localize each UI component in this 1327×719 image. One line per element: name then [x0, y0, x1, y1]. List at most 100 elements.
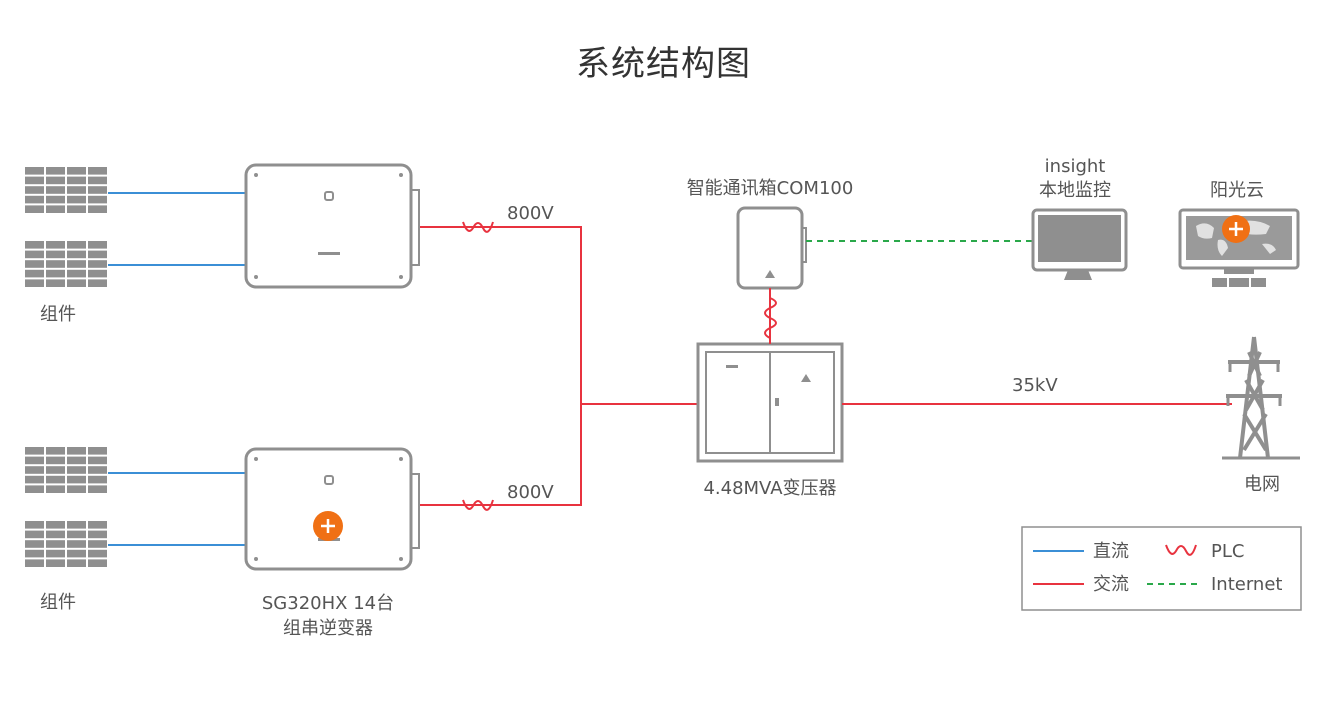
solar-cell	[25, 205, 44, 213]
solar-cell	[67, 456, 86, 465]
grid-label: 电网	[1244, 474, 1280, 495]
ac-line	[420, 226, 582, 404]
plc-wave-icon	[462, 221, 494, 233]
solar-cell	[88, 260, 107, 268]
solar-cell	[25, 540, 44, 548]
solar-cell	[46, 485, 65, 493]
solar-cell	[88, 447, 107, 455]
solar-cell	[25, 241, 44, 249]
solar-cell	[88, 195, 107, 204]
inverter-icon	[244, 163, 420, 289]
insight-label-line2: 本地监控	[1039, 180, 1111, 201]
solar-cell	[46, 456, 65, 465]
solar-cell	[88, 167, 107, 175]
solar-cell	[88, 549, 107, 558]
solar-cell	[67, 466, 86, 474]
solar-cell	[88, 540, 107, 548]
solar-cell	[25, 521, 44, 529]
solar-cell	[67, 540, 86, 548]
voltage-label-bottom: 800V	[507, 482, 554, 503]
monitor-icon	[1031, 208, 1128, 280]
solar-cell	[67, 475, 86, 484]
solar-cell	[67, 279, 86, 287]
solar-cell	[88, 530, 107, 539]
ac-line	[420, 404, 582, 506]
communication-box-icon	[736, 206, 807, 290]
legend-ac-label: 交流	[1093, 574, 1129, 595]
solar-panel-icon	[25, 521, 107, 567]
solar-cell	[46, 447, 65, 455]
solar-cell	[25, 279, 44, 287]
solar-cell	[88, 279, 107, 287]
solar-cell	[88, 241, 107, 249]
inverter-icon	[244, 447, 420, 571]
solar-cell	[88, 475, 107, 484]
legend: 直流 交流 PLC Internet	[1021, 526, 1302, 611]
solar-cell	[67, 485, 86, 493]
solar-cell	[46, 559, 65, 567]
solar-cell	[67, 260, 86, 268]
page-title: 系统结构图	[576, 44, 751, 84]
solar-cell	[67, 176, 86, 185]
solar-cell	[25, 475, 44, 484]
solar-cell	[67, 269, 86, 278]
legend-dc-label: 直流	[1093, 541, 1129, 562]
solar-cell	[67, 195, 86, 204]
solar-cell	[46, 167, 65, 175]
solar-cell	[67, 530, 86, 539]
solar-cell	[67, 521, 86, 529]
modules-label-top: 组件	[40, 304, 76, 325]
insight-label-line1: insight	[1045, 156, 1106, 177]
plus-hotspot-icon[interactable]	[1222, 215, 1250, 243]
solar-cell	[88, 186, 107, 194]
solar-cell	[46, 475, 65, 484]
solar-cell	[25, 176, 44, 185]
solar-cell	[25, 269, 44, 278]
solar-cell	[88, 205, 107, 213]
solar-cell	[25, 260, 44, 268]
solar-cell	[88, 176, 107, 185]
cloud-label: 阳光云	[1210, 180, 1264, 201]
solar-cell	[88, 559, 107, 567]
solar-cell	[25, 456, 44, 465]
modules-label-bottom: 组件	[40, 592, 76, 613]
solar-cell	[25, 250, 44, 259]
solar-cell	[88, 250, 107, 259]
com-box-label: 智能通讯箱COM100	[687, 178, 854, 199]
voltage-label-grid: 35kV	[1012, 375, 1058, 396]
solar-panel-icon	[25, 167, 107, 213]
solar-cell	[88, 521, 107, 529]
solar-cell	[46, 241, 65, 249]
solar-cell	[46, 260, 65, 268]
plc-wave-icon	[462, 499, 494, 511]
inverter-label-line1: SG320HX 14台	[262, 593, 394, 614]
legend-internet-label: Internet	[1211, 574, 1282, 595]
legend-plc-label: PLC	[1211, 541, 1244, 562]
plus-hotspot-icon[interactable]	[313, 511, 343, 541]
solar-cell	[25, 530, 44, 539]
solar-cell	[67, 250, 86, 259]
transformer-label: 4.48MVA变压器	[703, 478, 836, 499]
solar-cell	[46, 186, 65, 194]
solar-cell	[46, 205, 65, 213]
solar-cell	[46, 466, 65, 474]
solar-cell	[25, 167, 44, 175]
solar-cell	[46, 521, 65, 529]
solar-cell	[67, 447, 86, 455]
solar-cell	[46, 279, 65, 287]
solar-cell	[25, 485, 44, 493]
voltage-label-top: 800V	[507, 203, 554, 224]
plc-wave-icon	[1165, 544, 1197, 556]
solar-cell	[46, 176, 65, 185]
solar-cell	[88, 485, 107, 493]
transformer-icon	[696, 342, 844, 463]
power-tower-icon	[1222, 336, 1300, 460]
solar-cell	[46, 269, 65, 278]
solar-cell	[67, 167, 86, 175]
solar-cell	[25, 549, 44, 558]
solar-panel-icon	[25, 447, 107, 493]
solar-cell	[46, 549, 65, 558]
solar-cell	[46, 195, 65, 204]
solar-cell	[67, 205, 86, 213]
